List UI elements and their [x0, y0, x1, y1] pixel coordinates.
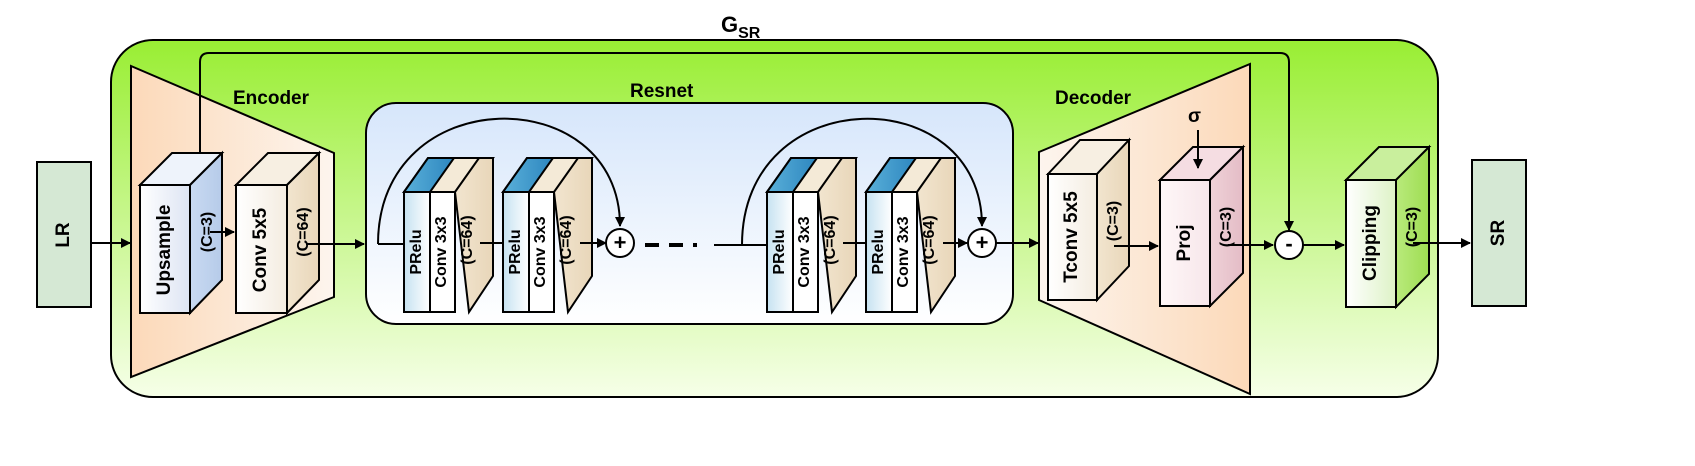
conv3x3-label-4: Conv 3x3 — [895, 216, 912, 287]
add-symbol-2: + — [976, 230, 989, 255]
resnet-block-1: PRelu Conv 3x3 (C=64) — [402, 157, 495, 315]
prelu-label-3: PRelu — [771, 229, 788, 274]
clipping-label: Clipping — [1360, 205, 1381, 281]
decoder-label: Decoder — [1055, 88, 1132, 109]
upsample-channels: (C=3) — [199, 212, 216, 252]
conv3x3-channels-3: (C=64) — [822, 215, 839, 264]
upsample-block: Upsample (C=3) — [137, 150, 225, 316]
tconv5x5-channels: (C=3) — [1105, 201, 1122, 241]
prelu-label-2: PRelu — [507, 229, 524, 274]
conv5x5-channels: (C=64) — [295, 207, 312, 256]
conv3x3-channels-4: (C=64) — [921, 215, 938, 264]
conv5x5-label: Conv 5x5 — [250, 207, 271, 292]
sr-label: SR — [1488, 220, 1509, 247]
conv3x3-label-2: Conv 3x3 — [532, 216, 549, 287]
sr-output-box: SR — [1471, 159, 1527, 307]
conv3x3-channels-2: (C=64) — [558, 215, 575, 264]
tconv5x5-block: Tconv 5x5 (C=3) — [1045, 137, 1132, 303]
resnet-block-4: PRelu Conv 3x3 (C=64) — [864, 157, 957, 315]
resnet-label: Resnet — [630, 81, 694, 102]
resnet-skip-1 — [377, 117, 625, 245]
conv3x3-label-3: Conv 3x3 — [796, 216, 813, 287]
resnet-skip-2 — [741, 117, 987, 246]
add-symbol-1: + — [614, 230, 627, 255]
upsample-label: Upsample — [154, 205, 175, 296]
lr-label: LR — [53, 222, 74, 248]
sigma-label: σ — [1188, 106, 1201, 127]
resnet-block-2: PRelu Conv 3x3 (C=64) — [501, 157, 594, 315]
add-node-1 — [605, 228, 635, 258]
subtract-symbol: - — [1285, 231, 1292, 256]
resnet-block-3: PRelu Conv 3x3 (C=64) — [765, 157, 858, 315]
global-skip-connection — [199, 52, 1294, 231]
conv3x3-channels-1: (C=64) — [459, 215, 476, 264]
proj-channels: (C=3) — [1218, 207, 1235, 247]
tconv5x5-label: Tconv 5x5 — [1061, 191, 1082, 283]
conv3x3-label-1: Conv 3x3 — [433, 216, 450, 287]
prelu-label-4: PRelu — [870, 229, 887, 274]
prelu-label-1: PRelu — [408, 229, 425, 274]
lr-input-box: LR — [36, 161, 92, 308]
encoder-label: Encoder — [233, 88, 310, 109]
conv5x5-block: Conv 5x5 (C=64) — [233, 150, 322, 316]
clipping-block: Clipping (C=3) — [1343, 144, 1432, 310]
diagram-title: GSR — [721, 12, 761, 42]
clipping-channels: (C=3) — [1404, 207, 1421, 247]
proj-label: Proj — [1174, 225, 1195, 262]
proj-block: Proj (C=3) — [1157, 144, 1246, 309]
